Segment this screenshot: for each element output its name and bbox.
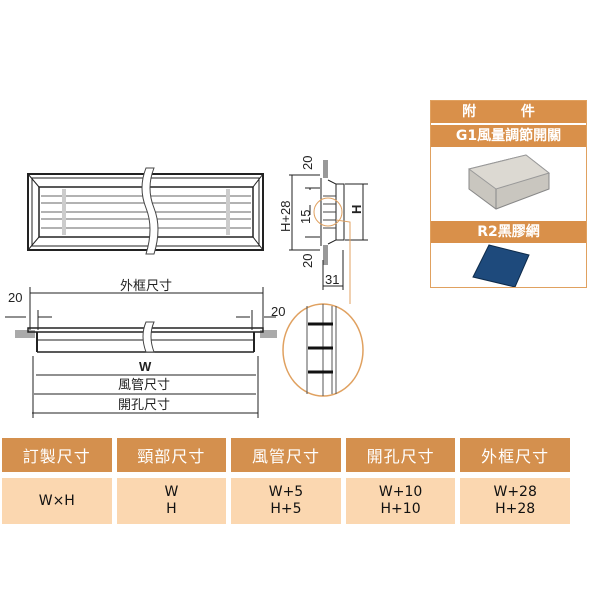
dim-top-20: 20 xyxy=(300,156,315,170)
header-frame-size: 外框尺寸 xyxy=(460,438,570,472)
accessory-g1-label: G1風量調節開關 xyxy=(431,125,586,147)
dim-left-20: 20 xyxy=(8,290,22,305)
dim-15: 15 xyxy=(298,210,313,224)
accessories-title: 附 件 xyxy=(431,101,586,123)
accessories-panel: 附 件 G1風量調節開關 R2黑膠網 xyxy=(430,100,587,288)
dim-w: W xyxy=(139,359,152,374)
damper-image xyxy=(431,147,586,221)
detail-magnifier xyxy=(282,303,364,397)
header-opening-size: 開孔尺寸 xyxy=(345,438,456,472)
mesh-image xyxy=(431,243,586,288)
header-duct-size: 風管尺寸 xyxy=(231,438,341,472)
dim-h: H xyxy=(349,205,364,214)
dim-bottom-20: 20 xyxy=(300,254,315,268)
header-custom-size: 訂製尺寸 xyxy=(2,438,112,472)
accessory-r2-label: R2黑膠網 xyxy=(431,221,586,243)
dim-outer-frame: 外框尺寸 xyxy=(120,278,172,293)
front-view xyxy=(27,167,264,255)
dim-h-plus-28: H+28 xyxy=(278,201,293,232)
section-view xyxy=(5,287,277,418)
header-neck-size: 頸部尺寸 xyxy=(116,438,227,472)
dim-duct: 風管尺寸 xyxy=(118,377,170,392)
grille-diagram: 20 H+28 15 20 H 31 外框尺寸 20 20 W 風管尺寸 開孔尺… xyxy=(5,156,368,418)
side-view xyxy=(289,160,368,304)
dim-opening: 開孔尺寸 xyxy=(118,397,170,412)
dim-right-20: 20 xyxy=(271,304,285,319)
dim-31: 31 xyxy=(325,272,339,287)
cell-custom: W×H xyxy=(2,478,112,524)
